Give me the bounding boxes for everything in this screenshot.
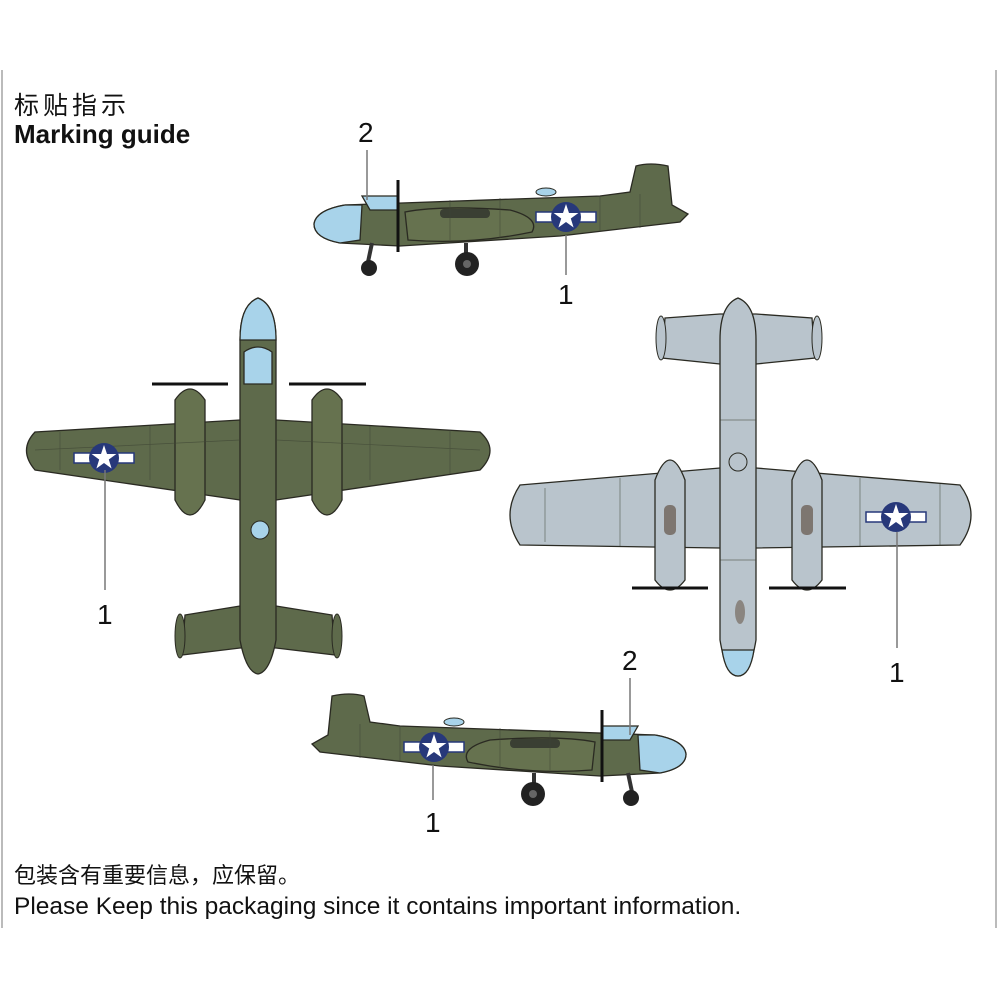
callout-1-bottom: 1 [425,807,441,838]
footer-note-english: Please Keep this packaging since it cont… [14,893,742,920]
callout-1-right: 1 [889,657,905,688]
callout-1-left: 1 [97,599,113,630]
callout-2-bottom: 2 [622,645,638,676]
page-frame [1,70,997,928]
side-view-left-profile [314,164,688,276]
footer-note-chinese: 包装含有重要信息，应保留。 [14,864,301,889]
top-view-plane [25,297,491,675]
callout-1-top: 1 [558,279,574,310]
title-chinese: 标贴指示 [14,91,131,120]
bottom-view-plane [509,297,972,677]
title-english: Marking guide [14,119,191,149]
callout-2-top: 2 [358,117,374,148]
